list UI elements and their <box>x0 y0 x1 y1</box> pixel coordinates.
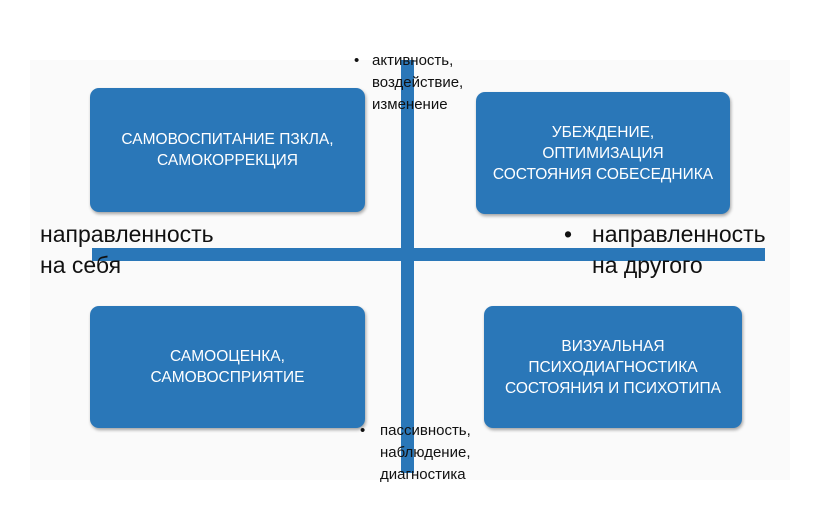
quadrant-bottom-right: ВИЗУАЛЬНАЯ ПСИХОДИАГНОСТИКА СОСТОЯНИЯ И … <box>484 306 742 428</box>
axis-label-right: • направленность на другого <box>564 219 766 281</box>
horizontal-axis <box>92 248 765 261</box>
quadrant-bottom-left: САМООЦЕНКА, САМОВОСПРИЯТИЕ <box>90 306 365 428</box>
quadrant-top-right: УБЕЖДЕНИЕ, ОПТИМИЗАЦИЯ СОСТОЯНИЯ СОБЕСЕД… <box>476 92 730 214</box>
bullet-marker: • <box>564 221 573 247</box>
quadrant-top-left: САМОВОСПИТАНИЕ ПЗКЛА, САМОКОРРЕКЦИЯ <box>90 88 365 212</box>
axis-label-right-text: направленность на другого <box>592 221 766 278</box>
axis-label-left: направленность на себя <box>40 221 214 278</box>
bullet-marker: • <box>354 52 360 69</box>
axis-label-bottom-text: пассивность, наблюдение, диагностика <box>380 422 471 483</box>
axis-label-top-text: активность, воздействие, изменение <box>372 52 464 113</box>
axis-label-top: • активность, воздействие, изменение <box>354 50 463 116</box>
axis-label-bottom: • пассивность, наблюдение, диагностика <box>360 420 471 486</box>
vertical-axis <box>401 60 414 473</box>
bullet-marker: • <box>360 422 366 439</box>
